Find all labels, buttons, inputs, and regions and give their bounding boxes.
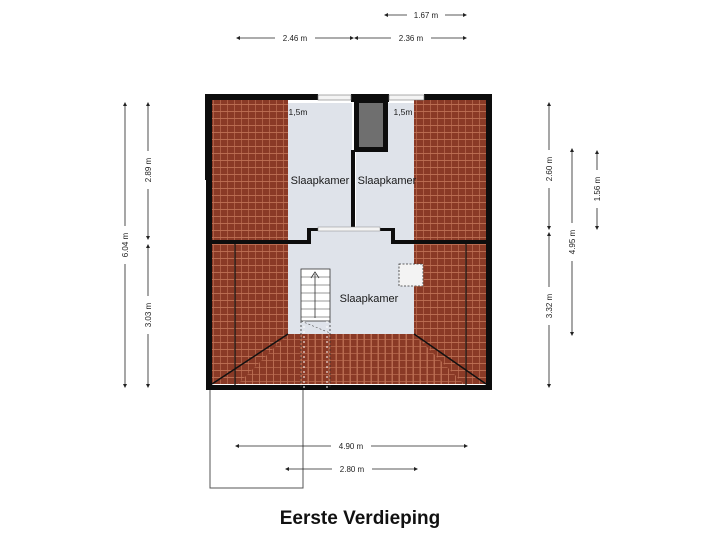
dimension-right-small: 1.56 m bbox=[591, 150, 603, 230]
hip-line-right bbox=[413, 333, 487, 385]
staircase bbox=[300, 268, 331, 388]
divider-left bbox=[212, 240, 310, 244]
svg-text:4.95 m: 4.95 m bbox=[568, 229, 577, 254]
room-label-top-right: Slaapkamer bbox=[358, 175, 417, 187]
svg-text:2.80 m: 2.80 m bbox=[340, 465, 365, 474]
ceiling-mark-right: 1,5m bbox=[394, 107, 413, 117]
divider-mid-left bbox=[307, 228, 311, 244]
dimension-right-lower: 3.32 m bbox=[543, 232, 555, 388]
svg-text:6.04 m: 6.04 m bbox=[121, 232, 130, 257]
svg-text:3.32 m: 3.32 m bbox=[545, 293, 554, 318]
dimension-left-total: 6.04 m bbox=[119, 102, 131, 388]
divider-right bbox=[392, 240, 486, 244]
dimension-top-right: 1.67 m bbox=[384, 9, 467, 21]
floor-title: Eerste Verdieping bbox=[279, 508, 441, 529]
room-label-bottom: Slaapkamer bbox=[340, 293, 399, 305]
dimension-bottom-total: 4.90 m bbox=[235, 440, 468, 452]
stair-outline bbox=[209, 387, 304, 489]
ceiling-mark-left: 1,5m bbox=[289, 107, 308, 117]
dimension-left-lower: 3.03 m bbox=[142, 244, 154, 388]
svg-text:1.56 m: 1.56 m bbox=[593, 176, 602, 201]
svg-text:2.36 m: 2.36 m bbox=[399, 34, 424, 43]
svg-text:2.89 m: 2.89 m bbox=[144, 157, 153, 182]
dimension-left-upper: 2.89 m bbox=[142, 102, 154, 240]
room-top-left-floor bbox=[288, 103, 352, 242]
dimension-top-left: 2.46 m bbox=[236, 32, 354, 44]
door-opening bbox=[317, 226, 381, 232]
hip-line-left bbox=[211, 333, 289, 385]
dimension-top-mid: 2.36 m bbox=[354, 32, 467, 44]
window-right bbox=[388, 94, 425, 101]
svg-text:3.03 m: 3.03 m bbox=[144, 302, 153, 327]
roof-bottom bbox=[238, 334, 464, 384]
chimney-wall bbox=[351, 94, 389, 102]
window-left bbox=[317, 94, 352, 101]
svg-text:4.90 m: 4.90 m bbox=[339, 442, 364, 451]
divider-mid-right bbox=[391, 228, 395, 244]
skylight bbox=[398, 263, 424, 287]
dimension-right-span: 4.95 m bbox=[566, 148, 578, 336]
interior-wall-vertical bbox=[351, 150, 355, 230]
svg-text:2.46 m: 2.46 m bbox=[283, 34, 308, 43]
dimension-right-upper: 2.60 m bbox=[543, 102, 555, 230]
svg-text:2.60 m: 2.60 m bbox=[545, 156, 554, 181]
building bbox=[205, 94, 492, 390]
dimension-bottom-partial: 2.80 m bbox=[285, 463, 418, 475]
room-label-top-left: Slaapkamer bbox=[291, 175, 350, 187]
svg-text:1.67 m: 1.67 m bbox=[414, 11, 439, 20]
chimney-inner bbox=[359, 103, 383, 147]
